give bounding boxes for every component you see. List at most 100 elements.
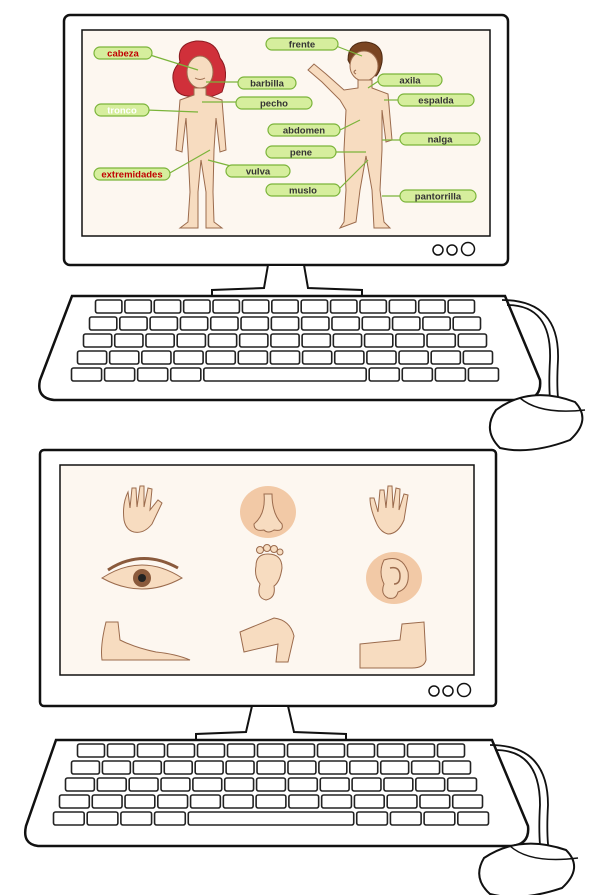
keyboard-key[interactable] [177,334,205,347]
keyboard-key[interactable] [168,744,195,757]
keyboard-key[interactable] [289,795,319,808]
keyboard-key[interactable] [408,744,435,757]
keyboard-key[interactable] [115,334,143,347]
keyboard-key[interactable] [463,351,492,364]
keyboard-key[interactable] [97,778,126,791]
keyboard-key[interactable] [240,334,268,347]
keyboard-key[interactable] [352,778,381,791]
keyboard-key[interactable] [270,351,299,364]
keyboard-key[interactable] [443,761,471,774]
keyboard-key[interactable] [110,351,139,364]
keyboard-key[interactable] [180,317,207,330]
keyboard-key[interactable] [365,334,393,347]
keyboard-key[interactable] [142,351,171,364]
keyboard-key[interactable] [402,368,432,381]
keyboard-key[interactable] [458,334,486,347]
mouse[interactable] [479,844,574,895]
keyboard-key[interactable] [350,761,378,774]
keyboard-key[interactable] [416,778,445,791]
keyboard-key[interactable] [208,334,236,347]
keyboard-key[interactable] [150,317,177,330]
keyboard-key[interactable] [390,812,421,825]
keyboard-key[interactable] [458,812,489,825]
keyboard-key[interactable] [206,351,235,364]
keyboard-key[interactable] [424,812,455,825]
keyboard-key[interactable] [271,334,299,347]
keyboard-key[interactable] [302,317,329,330]
keyboard-key[interactable] [335,351,364,364]
keyboard-key[interactable] [438,744,465,757]
keyboard-key[interactable] [66,778,95,791]
keyboard-key[interactable] [78,351,107,364]
keyboard-key[interactable] [238,351,267,364]
keyboard-key[interactable] [121,812,152,825]
keyboard-key[interactable] [453,317,480,330]
keyboard-key[interactable] [381,761,409,774]
keyboard-key[interactable] [72,368,102,381]
spacebar-key[interactable] [188,812,353,825]
keyboard-key[interactable] [191,795,221,808]
keyboard-key[interactable] [367,351,396,364]
keyboard-key[interactable] [431,351,460,364]
keyboard-key[interactable] [468,368,498,381]
keyboard-key[interactable] [448,778,477,791]
keyboard-key[interactable] [154,300,180,313]
keyboard-key[interactable] [427,334,455,347]
keyboard-key[interactable] [226,761,254,774]
keyboard-key[interactable] [105,368,135,381]
keyboard-key[interactable] [360,300,386,313]
keyboard-key[interactable] [369,368,399,381]
keyboard-key[interactable] [419,300,445,313]
keyboard-key[interactable] [258,744,285,757]
keyboard-key[interactable] [213,300,239,313]
keyboard-key[interactable] [102,761,130,774]
keyboard-key[interactable] [322,795,352,808]
spacebar-key[interactable] [204,368,366,381]
keyboard-key[interactable] [288,778,317,791]
keyboard-key[interactable] [448,300,474,313]
nose-icon[interactable] [240,486,296,538]
keyboard-key[interactable] [92,795,122,808]
keyboard-key[interactable] [396,334,424,347]
keyboard-key[interactable] [184,300,210,313]
keyboard-key[interactable] [272,300,298,313]
keyboard-key[interactable] [78,744,105,757]
keyboard-key[interactable] [256,795,286,808]
keyboard-key[interactable] [155,812,186,825]
keyboard-key[interactable] [84,334,112,347]
keyboard-key[interactable] [303,351,332,364]
keyboard-key[interactable] [302,334,330,347]
keyboard-key[interactable] [301,300,327,313]
keyboard-key[interactable] [399,351,428,364]
keyboard-key[interactable] [146,334,174,347]
keyboard-key[interactable] [90,317,117,330]
keyboard-key[interactable] [257,761,285,774]
keyboard-key[interactable] [171,368,201,381]
keyboard-key[interactable] [108,744,135,757]
keyboard-key[interactable] [348,744,375,757]
keyboard-key[interactable] [193,778,222,791]
keyboard-key[interactable] [198,744,225,757]
keyboard-key[interactable] [129,778,158,791]
keyboard-key[interactable] [120,317,147,330]
keyboard-key[interactable] [225,778,254,791]
keyboard-key[interactable] [174,351,203,364]
keyboard-key[interactable] [387,795,417,808]
keyboard-key[interactable] [420,795,450,808]
keyboard-key[interactable] [164,761,192,774]
keyboard-key[interactable] [354,795,384,808]
keyboard-key[interactable] [389,300,415,313]
keyboard-key[interactable] [54,812,85,825]
keyboard-key[interactable] [138,744,165,757]
keyboard-key[interactable] [242,300,268,313]
keyboard-key[interactable] [288,744,315,757]
keyboard-key[interactable] [257,778,286,791]
keyboard-key[interactable] [288,761,316,774]
keyboard-key[interactable] [320,778,349,791]
keyboard-key[interactable] [223,795,253,808]
keyboard-key[interactable] [453,795,483,808]
keyboard-key[interactable] [378,744,405,757]
keyboard-key[interactable] [423,317,450,330]
mouse[interactable] [490,395,583,450]
keyboard-key[interactable] [362,317,389,330]
